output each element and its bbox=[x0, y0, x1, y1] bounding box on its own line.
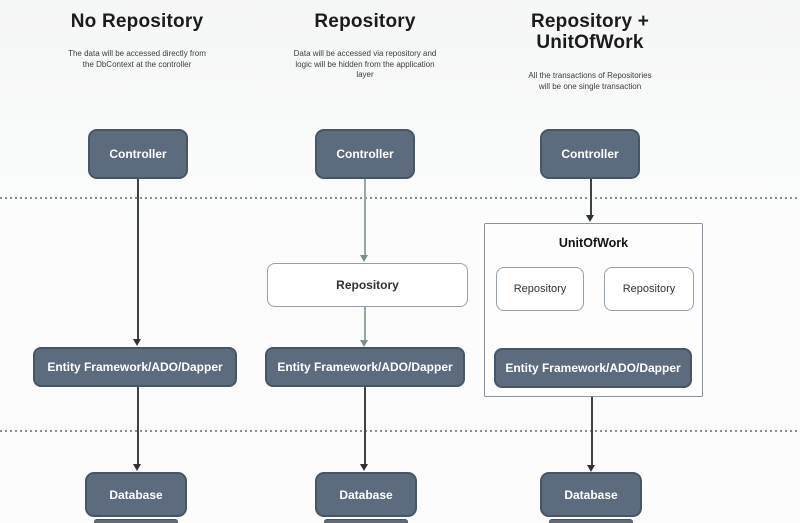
node-repository-right-col3: Repository bbox=[604, 267, 694, 311]
database-base-shape bbox=[549, 519, 633, 523]
node-label: Controller bbox=[336, 147, 394, 161]
column-description-no-repository: The data will be accessed directly from … bbox=[68, 49, 206, 69]
node-label: Controller bbox=[561, 147, 619, 161]
unitofwork-container: UnitOfWork Repository Repository Entity … bbox=[484, 223, 703, 397]
node-label: Database bbox=[339, 487, 393, 502]
node-label: Database bbox=[109, 487, 163, 502]
node-database-col1: Database bbox=[85, 472, 187, 517]
column-description-repository: Data will be accessed via repository and… bbox=[293, 49, 437, 79]
arrow-controller-to-ef-col1 bbox=[137, 179, 139, 340]
arrow-unitofwork-to-database-col3 bbox=[591, 397, 593, 466]
arrow-repository-to-ef-col2 bbox=[364, 307, 366, 341]
arrow-ef-to-database-col2 bbox=[364, 387, 366, 464]
arrowhead-icon bbox=[360, 255, 368, 262]
column-title-repository-unitofwork: Repository + UnitOfWork bbox=[530, 11, 649, 53]
node-repository-left-col3: Repository bbox=[496, 267, 584, 311]
arrowhead-icon bbox=[133, 464, 141, 471]
node-controller-col1: Controller bbox=[88, 129, 188, 179]
node-entity-framework-col3: Entity Framework/ADO/Dapper bbox=[494, 348, 692, 388]
node-label: Database bbox=[564, 487, 618, 502]
node-label: Repository bbox=[622, 283, 676, 295]
arrowhead-icon bbox=[586, 215, 594, 222]
arrowhead-icon bbox=[360, 464, 368, 471]
node-entity-framework-col2: Entity Framework/ADO/Dapper bbox=[265, 347, 465, 387]
node-database-col2: Database bbox=[315, 472, 417, 517]
arrowhead-icon bbox=[133, 339, 141, 346]
database-base-shape bbox=[94, 519, 178, 523]
arrow-controller-to-unitofwork-col3 bbox=[590, 179, 592, 216]
column-title-repository: Repository bbox=[314, 11, 416, 32]
node-repository-col2: Repository bbox=[267, 263, 468, 307]
unitofwork-label: UnitOfWork bbox=[558, 236, 629, 250]
arrow-controller-to-repository-col2 bbox=[364, 179, 366, 256]
column-description-repository-unitofwork: All the transactions of Repositories wil… bbox=[528, 71, 652, 91]
layer-separator-bottom bbox=[0, 430, 800, 432]
node-label: Repository bbox=[336, 278, 399, 292]
node-database-col3: Database bbox=[540, 472, 642, 517]
node-controller-col3: Controller bbox=[540, 129, 640, 179]
node-controller-col2: Controller bbox=[315, 129, 415, 179]
column-title-no-repository: No Repository bbox=[70, 11, 204, 32]
arrowhead-icon bbox=[360, 340, 368, 347]
layer-separator-top bbox=[0, 197, 800, 199]
node-label: Entity Framework/ADO/Dapper bbox=[277, 360, 453, 374]
node-label: Repository bbox=[513, 283, 567, 295]
node-label: Entity Framework/ADO/Dapper bbox=[47, 360, 223, 374]
node-label: Controller bbox=[109, 147, 167, 161]
database-base-shape bbox=[324, 519, 408, 523]
node-entity-framework-col1: Entity Framework/ADO/Dapper bbox=[33, 347, 237, 387]
node-label: Entity Framework/ADO/Dapper bbox=[505, 361, 681, 375]
arrow-ef-to-database-col1 bbox=[137, 387, 139, 464]
arrowhead-icon bbox=[587, 465, 595, 472]
